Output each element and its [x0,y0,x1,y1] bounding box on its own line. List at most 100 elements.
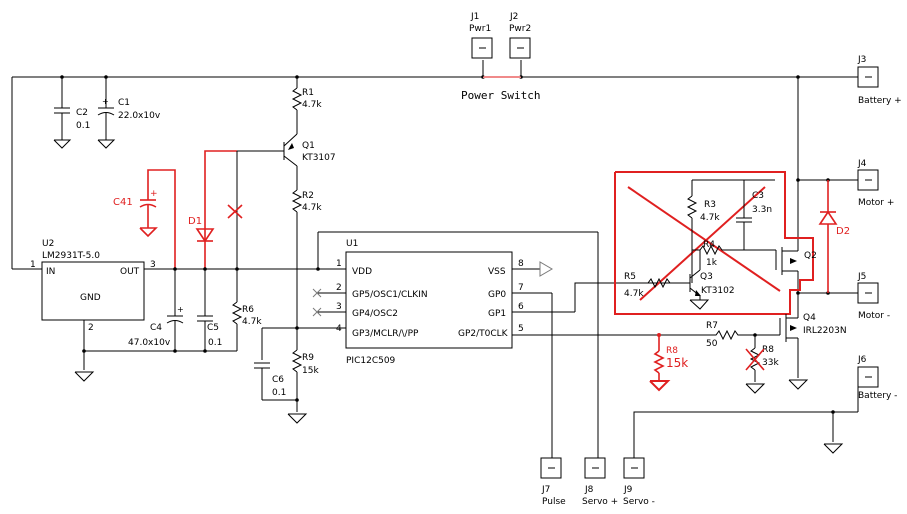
mosfet-q2: Q2 [775,247,817,275]
battery-neg-net [633,377,859,458]
j3-name: Battery + [858,96,902,106]
power-switch-label: Power Switch [461,89,540,102]
u2-value: LM2931T-5.0 [42,251,100,261]
resistor-r2: R2 4.7k [291,180,322,228]
u1-gp1: GP1 [488,309,506,319]
u2-pin2: 2 [88,323,94,333]
regulator-u2: U2 LM2931T-5.0 IN OUT GND 1 3 2 [30,239,156,382]
u2-in-label: IN [46,267,55,277]
r8b-ref: R8 [762,345,774,355]
connector-j4: J4 Motor + [857,159,894,208]
resistor-r9: R9 15k [287,349,319,424]
capacitor-c4: + C4 47.0x10v [128,269,184,351]
connector-j3: J3 Battery + [857,55,902,106]
c4-ref: C4 [150,323,162,333]
resistor-r1: R1 4.7k [291,77,322,130]
j2-name: Pwr2 [509,24,531,34]
r6-ref: R6 [242,305,254,315]
r2-gp-wire [261,228,340,360]
connector-j2: J2 Pwr2 [509,12,531,59]
transistor-q1: Q1 KT3107 [237,130,336,180]
r5-value: 4.7k [624,289,644,299]
u2-gnd-label: GND [80,293,101,303]
j8-ref: J8 [584,485,594,495]
svg-text:+: + [150,189,158,199]
u1-gp5: GP5/OSC1/CLKIN [352,290,428,300]
c1-ref: C1 [118,98,130,108]
connector-j9: J9 Servo - [623,457,655,507]
u2-pin1: 1 [30,260,36,270]
r5-ref: R5 [624,272,636,282]
r1-value: 4.7k [302,100,322,110]
d2-ref: D2 [836,226,850,237]
resistor-r4: R4 1k [692,240,776,268]
c5-value: 0.1 [208,338,222,348]
j6-ref: J6 [857,355,867,365]
q1-ref: Q1 [302,141,315,151]
mosfet-q4: Q4 IRL2203N [779,313,847,342]
c3-value: 3.3n [752,205,772,215]
connector-j1: J1 Pwr1 [469,12,493,59]
j7-name: Pulse [542,497,566,507]
c4-value: 47.0x10v [128,338,171,348]
r2-value: 4.7k [302,203,322,213]
q1-value: KT3107 [302,153,336,163]
u1-pin4: 4 [336,324,342,334]
j4-ref: J4 [857,159,867,169]
j1-ref: J1 [470,12,479,22]
c3-ref: C3 [752,191,764,201]
connector-j7: J7 Pulse [540,457,566,507]
j5-name: Motor - [858,311,890,321]
c2-ref: C2 [76,108,88,118]
u1-pin5: 5 [518,324,524,334]
c5-ref: C5 [207,323,219,333]
transistor-q3: Q3 KT3102 [689,250,735,310]
r9-ref: R9 [302,353,314,363]
diode-d2: D2 [818,180,850,293]
q3-ref: Q3 [700,272,713,282]
resistor-r8-33k: R8 33k [745,335,779,394]
r3-value: 4.7k [700,213,720,223]
u1-pin8: 8 [518,259,524,269]
q2-ref: Q2 [804,251,817,261]
u1-pin1: 1 [336,259,342,269]
d1-ref: D1 [188,216,202,227]
top-rail [11,60,858,270]
c6-value: 0.1 [272,388,286,398]
j9-ref: J9 [623,485,633,495]
q4-ref: Q4 [803,313,816,323]
capacitor-c3: C3 3.3n [736,180,772,250]
r3-ref: R3 [704,200,716,210]
resistor-r5: R5 4.7k [624,272,690,299]
u2-pin3: 3 [150,260,156,270]
r2-ref: R2 [302,191,314,201]
j5-ref: J5 [857,272,866,282]
svg-text:+: + [177,305,184,314]
c2-value: 0.1 [76,121,90,131]
u1-gp2: GP2/T0CLK [458,329,509,339]
resistor-r6: R6 4.7k [231,269,262,351]
u1-gp4: GP4/OSC2 [352,309,398,319]
r6-value: 4.7k [242,317,262,327]
j4-name: Motor + [858,198,894,208]
r4-ref: R4 [703,240,715,250]
vdd-rail [144,231,599,458]
svg-text:+: + [102,97,109,106]
diode-d1: D1 [188,150,237,269]
r8b-value: 33k [762,358,779,368]
connector-j5: J5 Motor - [857,272,890,321]
connector-j8: J8 Servo + [582,457,618,507]
capacitor-c1: + C1 22.0x10v [97,77,161,149]
j6-name: Battery - [858,391,897,401]
r1-ref: R1 [302,88,314,98]
resistor-r8-15k: R8 15k [649,333,688,392]
u1-gp3: GP3/MCLR/\/PP [352,329,419,339]
u1-pin6: 6 [518,302,524,312]
capacitor-c41: + C41 [113,169,176,269]
u1-pin7: 7 [518,283,524,293]
u2-out-label: OUT [120,267,140,277]
q3-value: KT3102 [701,286,735,296]
u1-value: PIC12C509 [346,356,396,366]
capacitor-c2: C2 0.1 [53,77,90,149]
ground-bus-left [82,349,237,353]
